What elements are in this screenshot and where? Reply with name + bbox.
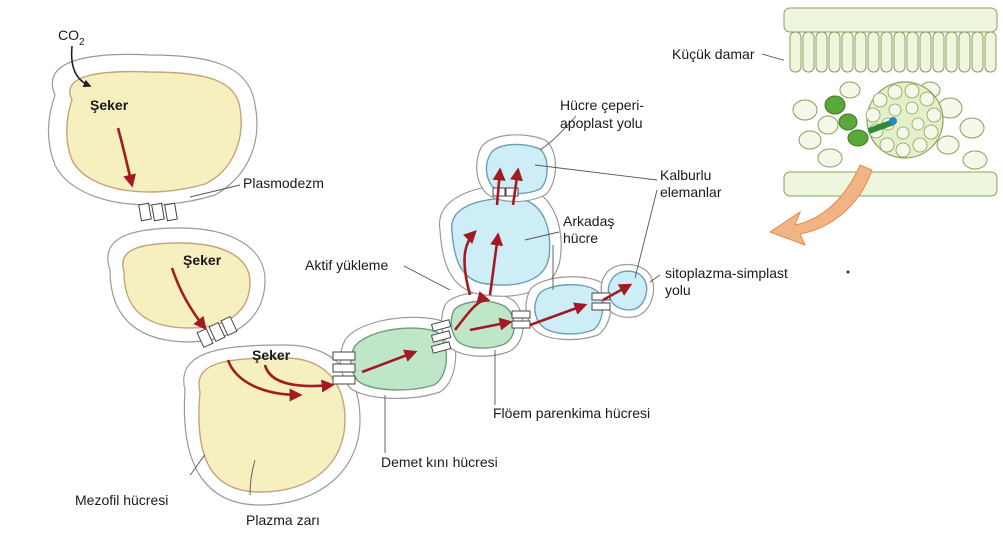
phloem-parenchyma-label: Flöem parenkima hücresi	[493, 405, 650, 421]
stray-dot	[847, 271, 850, 274]
companion-cell-label-2: hücre	[563, 230, 598, 246]
cell-wall-label-1: Hücre çeperi-	[560, 97, 644, 113]
sugar-label-3: Şeker	[252, 347, 291, 363]
symplast-label-2: yolu	[665, 282, 691, 298]
plasma-membrane-label: Plazma zarı	[246, 512, 320, 528]
active-loading-label: Aktif yükleme	[305, 257, 388, 273]
sugar-label-1: Şeker	[90, 97, 129, 113]
co2-label: CO2	[58, 27, 85, 48]
symplast-label-1: sitoplazma-simplast	[665, 265, 788, 281]
companion-cell-label-1: Arkadaş	[563, 213, 614, 229]
mesophyll-cells	[49, 54, 360, 505]
sugar-label-2: Şeker	[183, 252, 222, 268]
sieve-elements-label-2: elemanlar	[660, 184, 722, 200]
plasmodesm-label: Plasmodezm	[243, 175, 324, 191]
minor-vein-label: Küçük damar	[672, 46, 755, 62]
leaf-cross-section-inset	[770, 5, 997, 245]
mesophyll-label: Mezofil hücresi	[75, 492, 168, 508]
sieve-elements-label-1: Kalburlu	[660, 167, 711, 183]
bundle-sheath-label: Demet kını hücresi	[381, 454, 498, 470]
cell-wall-label-2: apoplast yolu	[560, 115, 643, 131]
bundle-sheath-cells	[340, 293, 523, 399]
